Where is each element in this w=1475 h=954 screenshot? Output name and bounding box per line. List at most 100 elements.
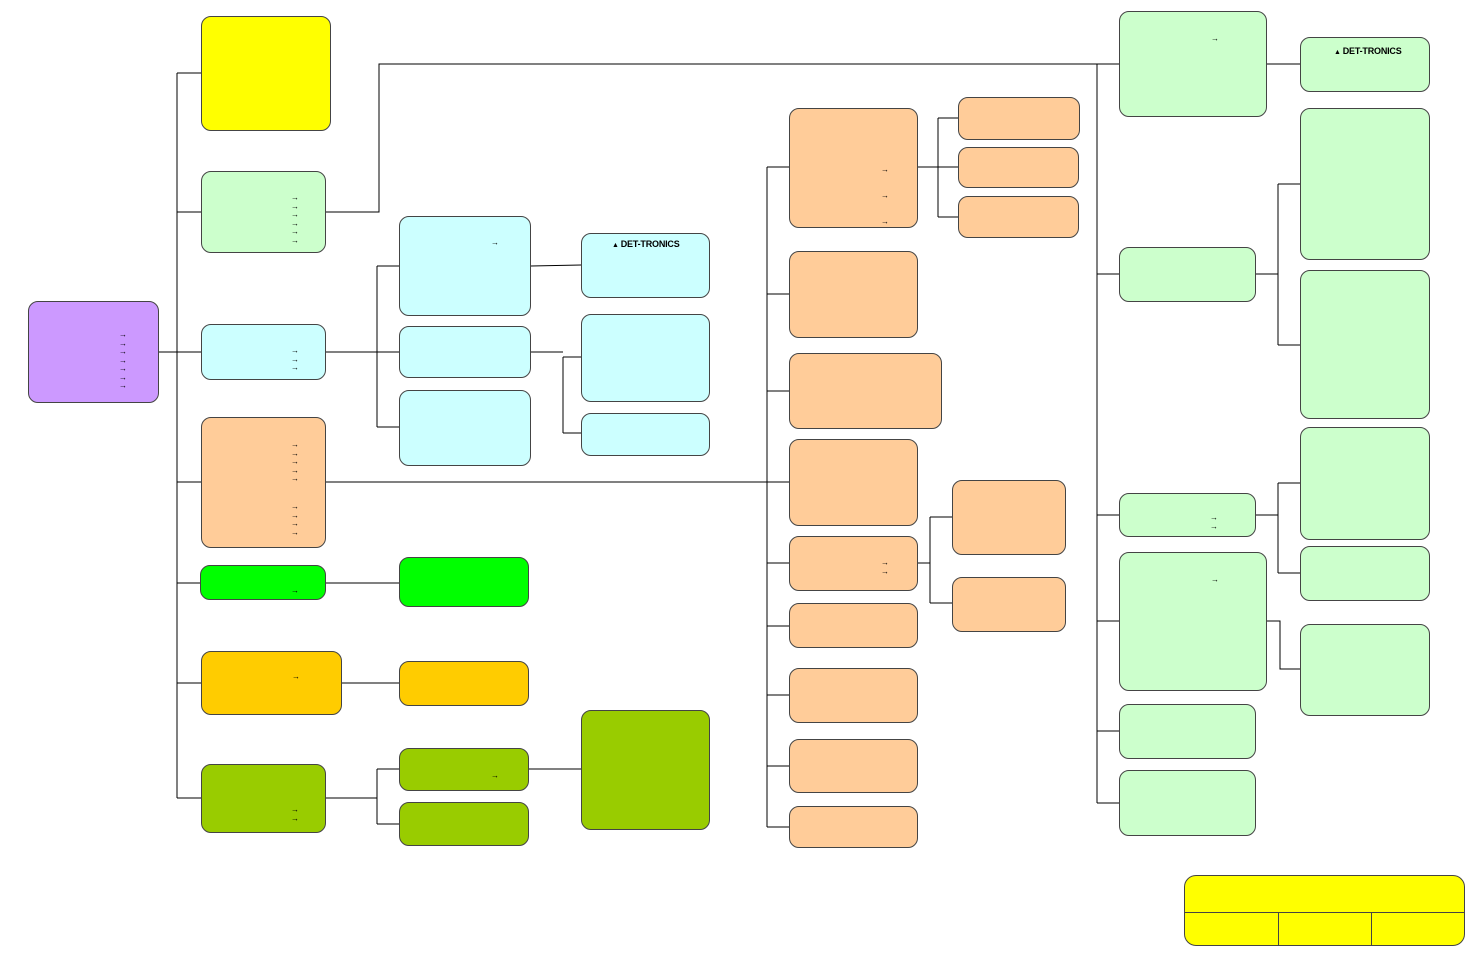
arrow-list: → <box>491 238 499 248</box>
divider <box>1278 912 1279 945</box>
arrow-icon: → <box>291 363 299 372</box>
peach-child-node[interactable]: → → → <box>789 108 918 228</box>
title-block <box>1184 875 1465 946</box>
arrow-icon: → <box>881 566 889 576</box>
peach-grandchild-node[interactable] <box>958 97 1080 140</box>
olive-child-node[interactable] <box>399 802 529 846</box>
peach-grandchild-node[interactable] <box>952 480 1066 555</box>
arrow-icon: → <box>291 210 299 219</box>
arrow-icon: → <box>291 510 299 520</box>
arrow-icon: → <box>491 771 499 780</box>
arrow-icon: → <box>291 519 299 528</box>
arrow-icon: → <box>119 347 127 356</box>
arrow-icon: → <box>291 193 299 202</box>
arrow-list: → → → <box>291 346 299 373</box>
olive-grandchild-node[interactable] <box>581 710 710 830</box>
peach-grandchild-node[interactable] <box>952 577 1066 632</box>
bright-green-node[interactable]: → <box>200 565 326 600</box>
light-green-grandchild-node[interactable] <box>1300 546 1430 601</box>
arrow-list: → <box>291 586 299 596</box>
yellow-node[interactable] <box>201 16 331 131</box>
cyan-grandchild-node[interactable] <box>581 413 710 456</box>
cyan-child-node[interactable] <box>399 390 531 466</box>
light-green-child-node[interactable]: → <box>1119 11 1267 117</box>
peach-child-node[interactable] <box>789 353 942 429</box>
bright-green-child-node[interactable] <box>399 557 529 607</box>
cyan-grandchild-node[interactable]: ▲DET-TRONICS <box>581 233 710 298</box>
arrow-icon: → <box>291 502 299 511</box>
arrow-list: → → → → <box>291 502 299 537</box>
light-green-child-node[interactable] <box>1119 770 1256 836</box>
arrow-icon: → <box>1211 34 1219 43</box>
arrow-icon: → <box>291 586 299 595</box>
arrow-icon: → <box>291 354 299 364</box>
peach-child-node[interactable] <box>789 439 918 526</box>
arrow-list: → → → → → → → <box>119 330 127 391</box>
arrow-icon: → <box>292 672 300 681</box>
peach-grandchild-node[interactable] <box>958 196 1079 238</box>
olive-child-node[interactable]: → <box>399 748 529 791</box>
arrow-list: → <box>491 771 499 781</box>
root-node[interactable]: → → → → → → → <box>28 301 159 403</box>
cyan-grandchild-node[interactable] <box>581 314 710 402</box>
olive-green-node[interactable]: → → <box>201 764 326 833</box>
arrow-list: → <box>1211 34 1219 44</box>
light-green-grandchild-node[interactable]: ▲DET-TRONICS <box>1300 37 1430 92</box>
peach-node[interactable]: → → → → → → → → → <box>201 417 326 548</box>
triangle-logo-icon: ▲ <box>1334 49 1341 56</box>
arrow-list: → → <box>291 805 299 823</box>
divider <box>1185 912 1464 913</box>
peach-child-node[interactable] <box>789 806 918 848</box>
peach-child-node[interactable] <box>789 251 918 338</box>
arrow-icon: → <box>1210 521 1218 531</box>
light-green-grandchild-node[interactable] <box>1300 108 1430 260</box>
gold-node[interactable]: → <box>201 651 342 715</box>
arrow-icon: → <box>291 527 299 537</box>
arrow-list: → → → → → <box>291 440 299 484</box>
arrow-list: → → → → → → <box>291 193 299 245</box>
light-green-child-node[interactable]: → <box>1119 552 1267 691</box>
light-green-child-node[interactable]: → → <box>1119 493 1256 537</box>
arrow-list: → → → <box>881 157 889 235</box>
cyan-child-node[interactable]: → <box>399 216 531 316</box>
arrow-icon: → <box>291 235 299 245</box>
arrow-icon: → <box>119 364 127 373</box>
arrow-icon: → <box>881 191 889 200</box>
peach-child-node[interactable] <box>789 739 918 793</box>
arrow-icon: → <box>119 372 127 382</box>
light-green-child-node[interactable] <box>1119 704 1256 759</box>
light-green-grandchild-node[interactable] <box>1300 427 1430 540</box>
arrow-icon: → <box>1210 513 1218 522</box>
arrow-icon: → <box>119 330 127 339</box>
arrow-icon: → <box>291 465 299 475</box>
light-green-grandchild-node[interactable] <box>1300 624 1430 716</box>
arrow-icon: → <box>291 457 299 466</box>
arrow-list: → <box>1211 575 1219 585</box>
light-green-child-node[interactable] <box>1119 247 1256 302</box>
arrow-icon: → <box>491 238 499 247</box>
arrow-icon: → <box>881 558 889 567</box>
light-green-grandchild-node[interactable] <box>1300 270 1430 419</box>
arrow-icon: → <box>291 813 299 823</box>
cyan-child-node[interactable] <box>399 326 531 378</box>
arrow-list: → → <box>881 558 889 576</box>
arrow-icon: → <box>119 338 127 348</box>
cyan-node[interactable]: → → → <box>201 324 326 380</box>
arrow-icon: → <box>881 165 889 174</box>
arrow-icon: → <box>1211 575 1219 584</box>
det-tronics-logo: ▲DET-TRONICS <box>1334 46 1402 56</box>
peach-grandchild-node[interactable] <box>958 147 1079 188</box>
peach-child-node[interactable] <box>789 668 918 723</box>
light-green-node[interactable]: → → → → → → <box>201 171 326 253</box>
arrow-icon: → <box>291 448 299 458</box>
gold-child-node[interactable] <box>399 661 529 706</box>
arrow-icon: → <box>291 474 299 483</box>
arrow-list: → → <box>1210 513 1218 531</box>
peach-child-node[interactable]: → → <box>789 536 918 591</box>
triangle-logo-icon: ▲ <box>612 242 619 249</box>
arrow-icon: → <box>291 346 299 355</box>
divider <box>1371 912 1372 945</box>
arrow-icon: → <box>291 201 299 211</box>
peach-child-node[interactable] <box>789 603 918 648</box>
